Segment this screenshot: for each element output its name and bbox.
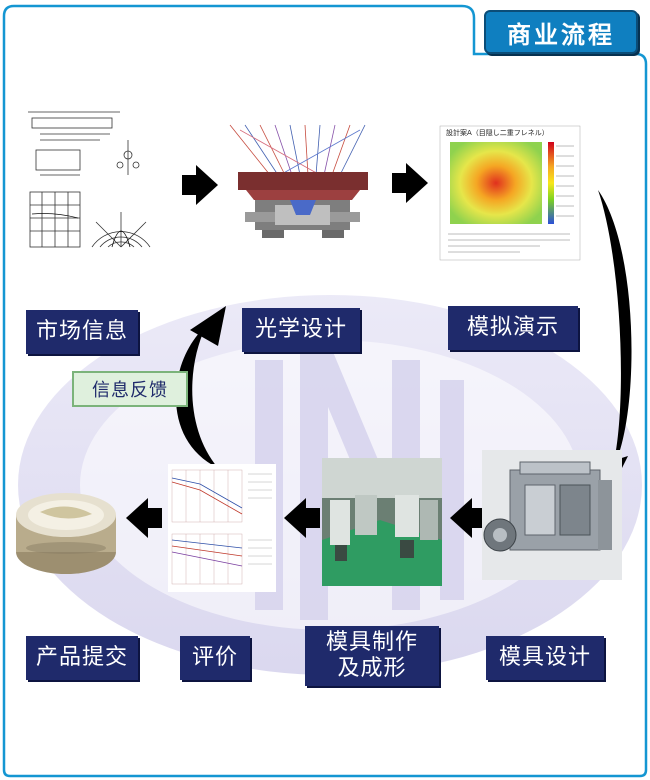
step-mold-making: 模具制作 及成形 [305, 626, 439, 686]
step-mold-making-line1: 模具制作 [325, 630, 418, 655]
evaluation-chart-image [168, 464, 276, 592]
feedback-label: 信息反馈 [72, 371, 188, 407]
step-market-info: 市场信息 [26, 310, 138, 354]
simulation-image [439, 125, 581, 261]
arrow-1 [182, 165, 218, 205]
step-product-delivery: 产品提交 [26, 636, 138, 680]
step-simulation: 模拟演示 [448, 306, 578, 350]
step-mold-design: 模具设计 [486, 636, 604, 680]
technical-drawing-image [18, 100, 158, 260]
optical-design-image [229, 124, 368, 238]
mold-design-image [482, 450, 622, 580]
arrow-7 [126, 498, 162, 538]
arrow-2 [392, 163, 428, 203]
product-photo-image [16, 493, 116, 574]
simulation-figure-title: 設計案A（目隠し二重フレネル） [446, 129, 549, 137]
arrow-6 [284, 498, 320, 538]
factory-photo-image [322, 458, 442, 586]
page-title: 商业流程 [484, 10, 638, 54]
curved-arrow-feedback [175, 306, 226, 468]
step-evaluation: 评价 [180, 636, 250, 680]
step-mold-making-line2: 及成形 [337, 656, 407, 681]
step-optical-design: 光学设计 [242, 308, 360, 352]
